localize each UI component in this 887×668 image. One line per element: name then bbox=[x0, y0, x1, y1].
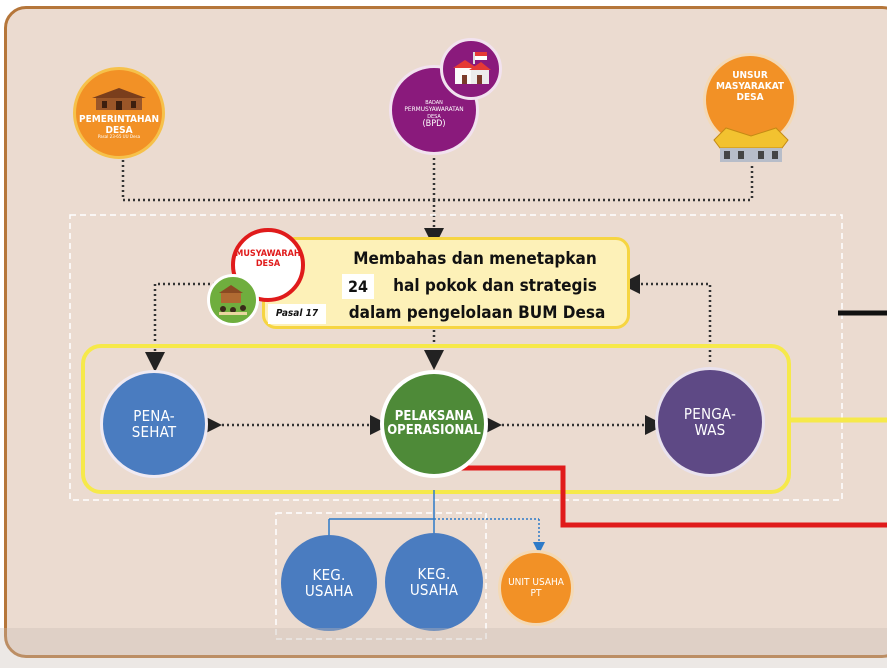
pt-label-1: UNIT USAHA bbox=[508, 577, 564, 588]
keg1-label-2: USAHA bbox=[304, 582, 354, 600]
pengawas-circle: PENGA- WAS bbox=[655, 367, 765, 477]
bpd-label-4: (BPD) bbox=[422, 118, 446, 129]
bpd-label-1: BADAN bbox=[425, 100, 443, 107]
kegiatan-usaha-2-circle: KEG. USAHA bbox=[385, 533, 483, 631]
keg2-label-2: USAHA bbox=[409, 581, 459, 599]
bpd-label-2: PERMUSYAWARATAN bbox=[404, 105, 464, 114]
village-meeting-icon bbox=[207, 274, 259, 326]
badge-label-1: MUSYAWARAH bbox=[235, 249, 301, 259]
unsur-label-3: DESA bbox=[736, 92, 764, 103]
keg2-label-1: KEG. bbox=[417, 564, 451, 583]
pelaksana-label-2: OPERASIONAL bbox=[387, 423, 481, 438]
unit-usaha-pt-circle: UNIT USAHA PT bbox=[498, 550, 574, 626]
pelaksana-operasional-circle: PELAKSANA OPERASIONAL bbox=[380, 370, 488, 478]
unsur-label-2: MASYARAKAT bbox=[715, 81, 785, 92]
count-badge: 24 bbox=[342, 274, 374, 299]
penasehat-circle: PENA- SEHAT bbox=[100, 370, 208, 478]
description-line-1: Membahas dan menetapkan bbox=[353, 249, 597, 269]
keg1-label-1: KEG. bbox=[312, 565, 346, 584]
penasehat-label-2: SEHAT bbox=[131, 423, 177, 441]
bpd-label-3: DESA bbox=[427, 113, 441, 120]
badge-label-2: DESA bbox=[255, 258, 281, 269]
pemerintahan-desa-circle: PEMERINTAHAN DESA Pasal 23-65 UU Desa bbox=[73, 67, 165, 159]
description-line-2-text: hal pokok dan strategis bbox=[393, 276, 597, 296]
unsur-label-1: UNSUR bbox=[732, 70, 768, 81]
pengawas-label-1: PENGA- bbox=[683, 404, 737, 423]
faded-footer-bar bbox=[0, 628, 887, 668]
pelaksana-label-1: PELAKSANA bbox=[394, 408, 474, 424]
pengawas-label-2: WAS bbox=[694, 421, 726, 439]
penasehat-label-1: PENA- bbox=[133, 406, 175, 425]
musyawarah-description: Membahas dan menetapkan 24 hal pokok dan… bbox=[330, 246, 620, 327]
description-line-2: 24 hal pokok dan strategis bbox=[330, 273, 620, 300]
description-line-3: dalam pengelolaan BUM Desa bbox=[348, 303, 606, 323]
village-hall-icon bbox=[92, 87, 146, 110]
pasal-label: Pasal 17 bbox=[268, 304, 326, 324]
pemerintahan-note: Pasal 23-65 UU Desa bbox=[97, 134, 141, 140]
pemerintahan-label: PEMERINTAHAN bbox=[79, 113, 159, 125]
pt-label-2: PT bbox=[530, 588, 542, 599]
traditional-house-icon bbox=[713, 127, 789, 162]
pemerintahan-label-2: DESA bbox=[105, 124, 133, 136]
bpd-building-icon bbox=[440, 38, 502, 100]
kegiatan-usaha-1-circle: KEG. USAHA bbox=[281, 535, 377, 631]
